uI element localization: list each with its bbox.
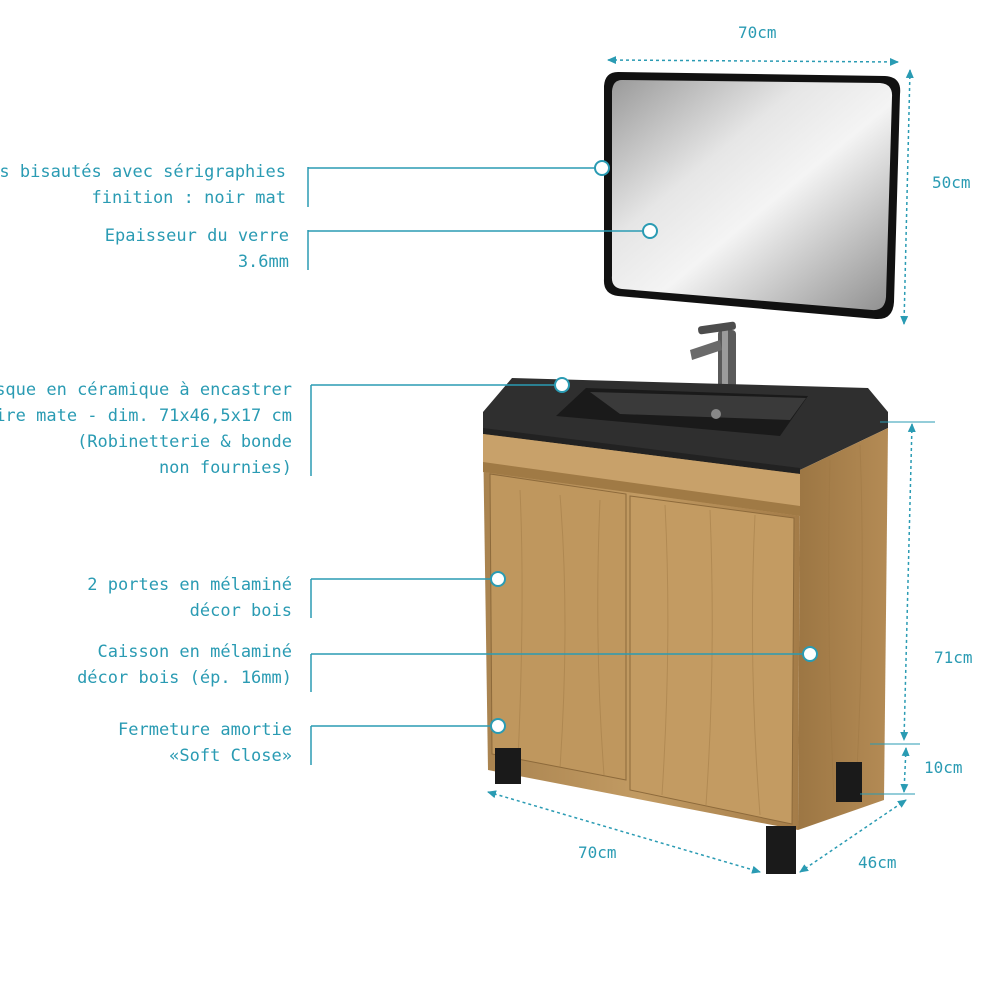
callout-mirror-edges: Bords bisautés avec sérigraphies finitio… [0,159,286,211]
callout-mirror-edges-line2: finition : noir mat [91,188,286,208]
dot-doors [490,571,506,587]
callout-basin: Vasque en céramique à encastrer noire ma… [0,377,292,481]
dimension-lines [487,56,916,874]
dot-basin [554,377,570,393]
dot-cabinet [802,646,818,662]
dot-soft-close [490,718,506,734]
cabinet [483,428,888,874]
dim-cabinet-depth: 46cm [858,853,897,872]
leg-front-right [766,826,796,874]
callout-basin-line4: non fournies) [158,458,292,478]
mirror [603,72,901,320]
dot-mirror-edges [594,160,610,176]
right-door [629,495,795,825]
callout-glass-line1: Epaisseur du verre [104,226,289,246]
callout-basin-line2: noire mate - dim. 71x46,5x17 cm [0,406,292,426]
dimension-ticks [860,421,935,795]
callout-cabinet-line1: Caisson en mélaminé [97,642,292,662]
dim-mirror-width: 70cm [738,23,777,42]
dim-cabinet-width: 70cm [578,843,617,862]
callout-basin-line3: (Robinetterie & bonde [77,432,292,452]
callout-dots [490,160,818,734]
dim-cabinet-height: 71cm [934,648,973,667]
dot-glass [642,223,658,239]
faucet [690,321,736,396]
leg-back-right [836,762,862,802]
dim-mirror-height: 50cm [932,173,971,192]
callout-doors-line1: 2 portes en mélaminé [87,575,292,595]
callout-cabinet: Caisson en mélaminé décor bois (ép. 16mm… [77,639,292,691]
callout-doors-line2: décor bois [189,601,292,621]
mirror-glass [611,80,893,311]
callout-glass-thickness: Epaisseur du verre 3.6mm [105,223,289,275]
dim-legs-height: 10cm [924,758,963,777]
callout-glass-line2: 3.6mm [237,252,289,272]
callout-soft-close-line1: Fermeture amortie [118,720,292,740]
leg-front-left [495,748,521,784]
callout-cabinet-line2: décor bois (ép. 16mm) [77,668,292,688]
callout-soft-close: Fermeture amortie «Soft Close» [118,717,292,769]
callout-basin-line1: Vasque en céramique à encastrer [0,380,292,400]
callout-mirror-edges-line1: Bords bisautés avec sérigraphies [0,162,286,182]
callout-soft-close-line2: «Soft Close» [169,746,292,766]
callout-doors: 2 portes en mélaminé décor bois [87,572,292,624]
left-door [489,473,627,781]
callout-lines [307,167,810,765]
